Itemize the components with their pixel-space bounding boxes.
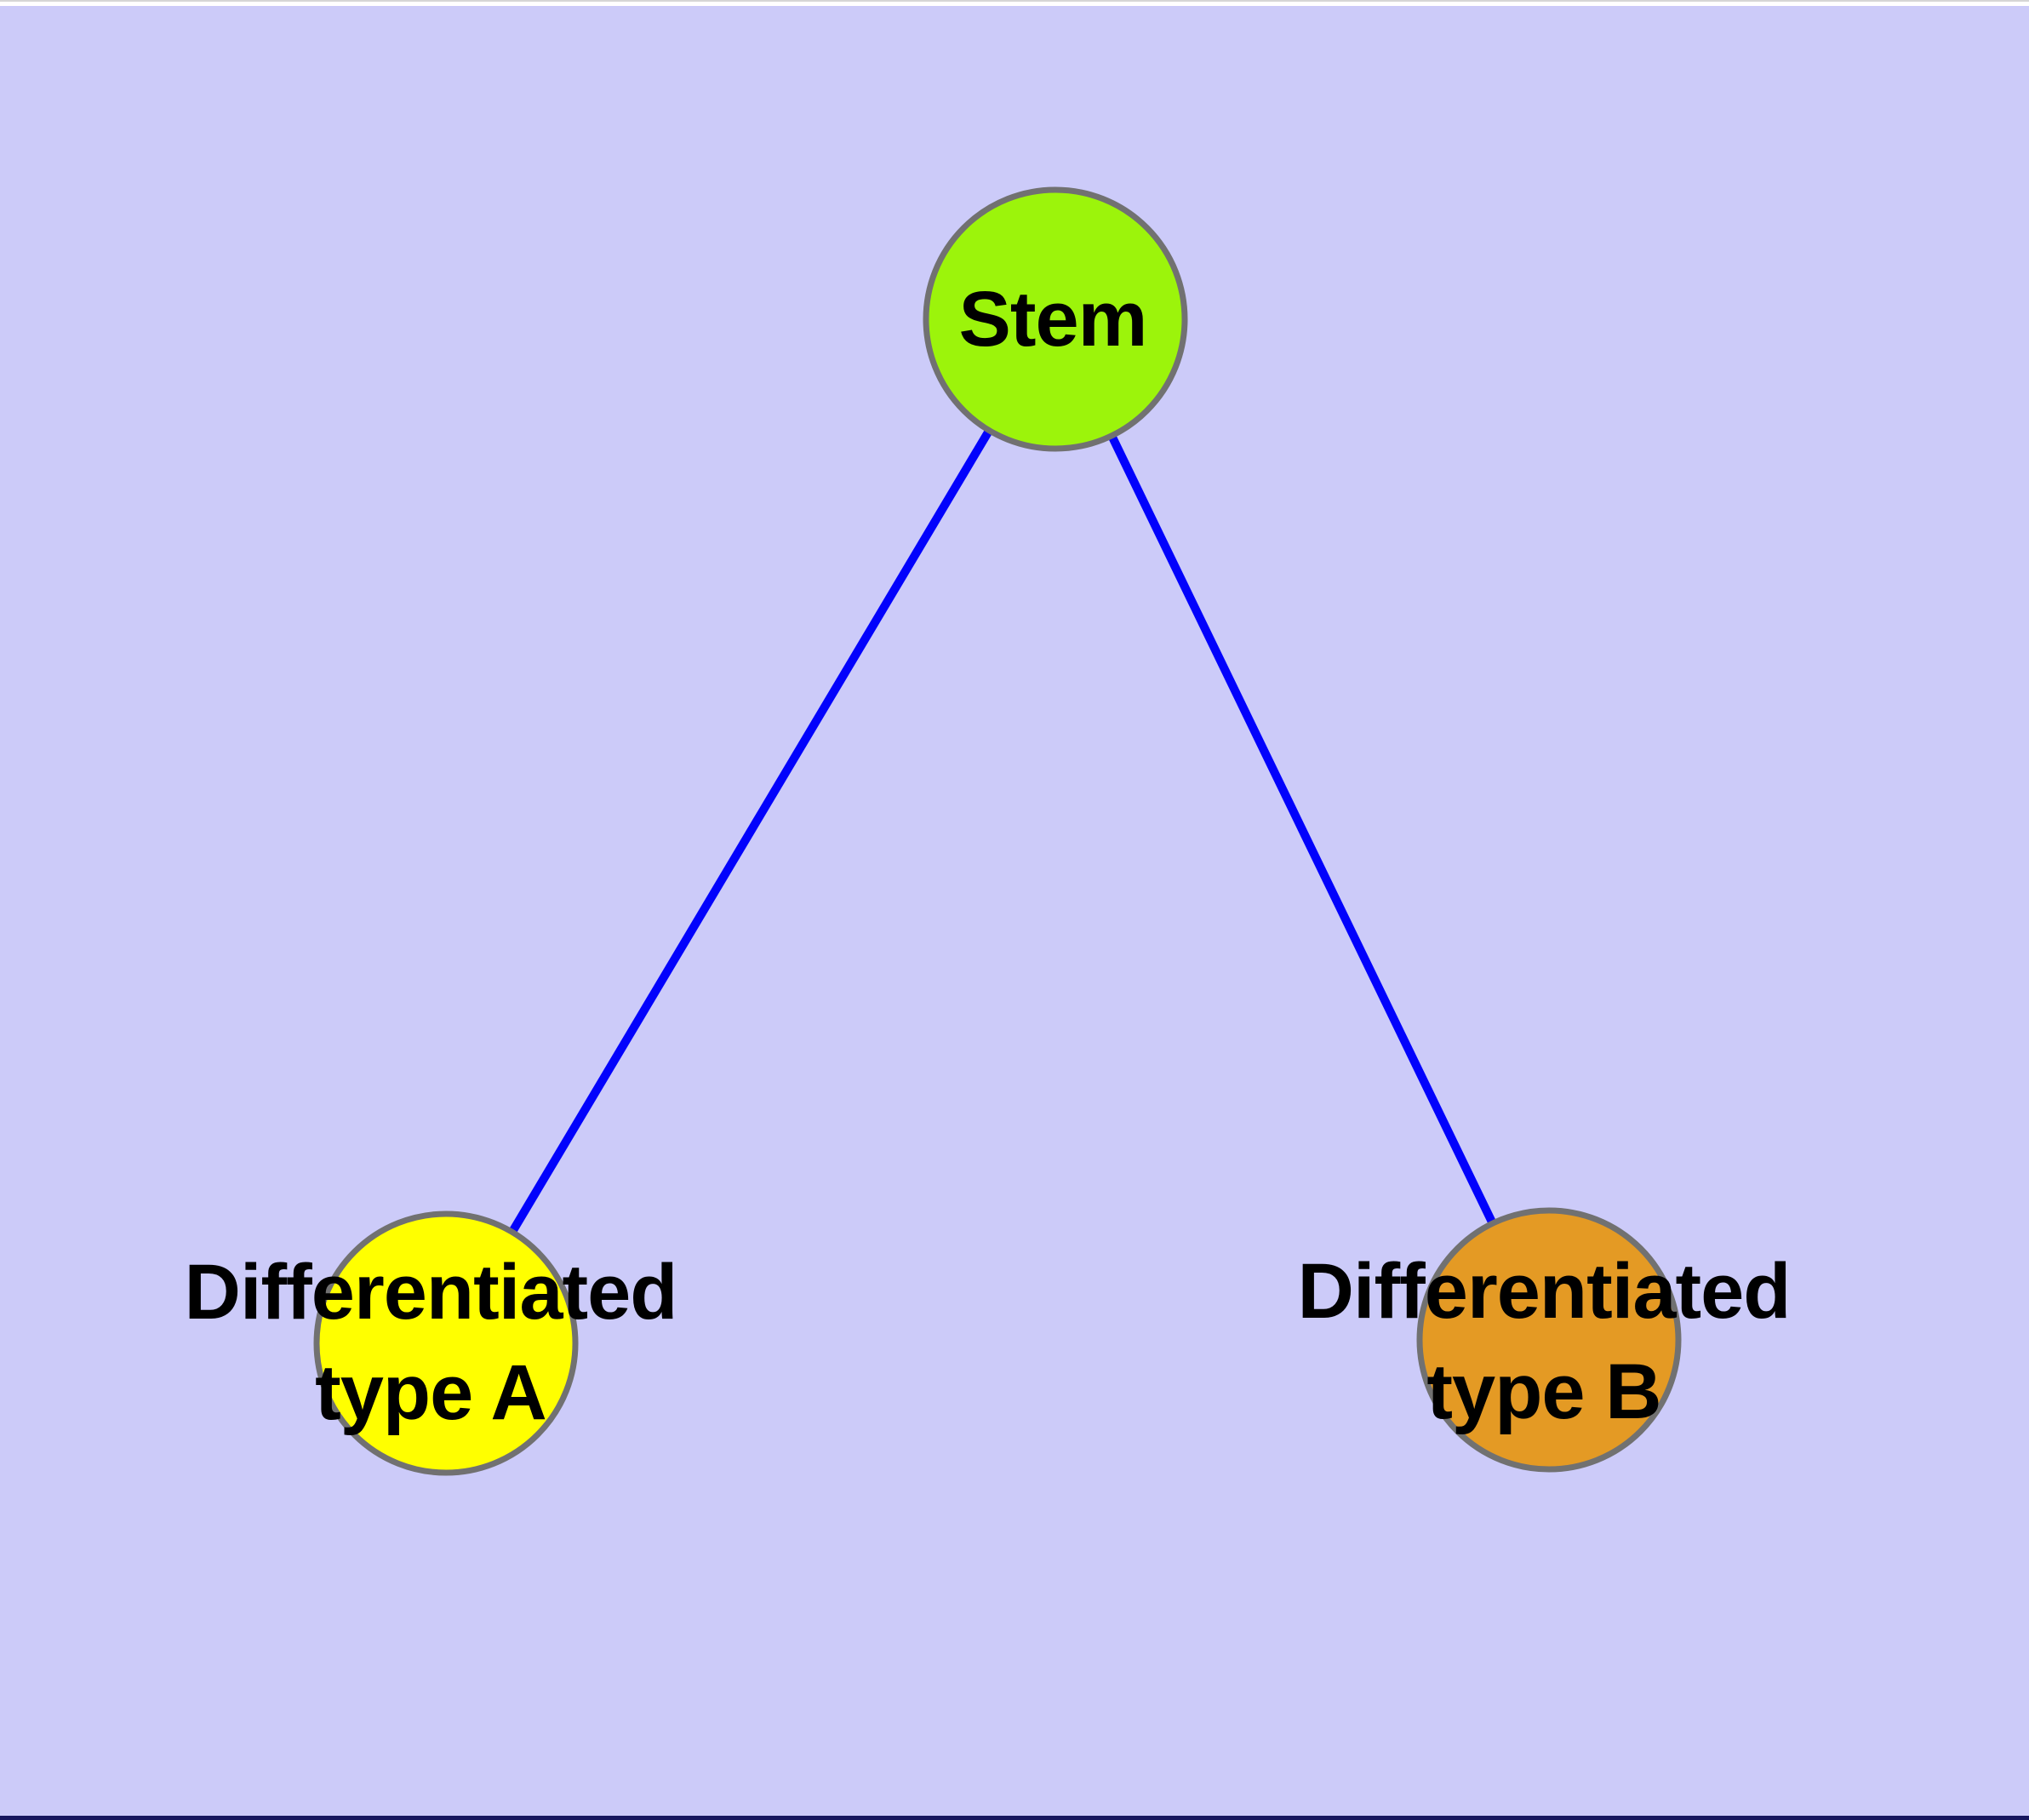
window-bottom-strip <box>0 1816 2029 1820</box>
edge-stem-to-type-b[interactable] <box>1051 317 1553 1342</box>
node-stem[interactable] <box>923 186 1188 452</box>
window-top-strip <box>0 0 2029 6</box>
node-differentiated-type-a[interactable] <box>313 1210 579 1476</box>
edge-stem-to-type-a[interactable] <box>442 317 1060 1346</box>
node-differentiated-type-b[interactable] <box>1416 1207 1682 1473</box>
